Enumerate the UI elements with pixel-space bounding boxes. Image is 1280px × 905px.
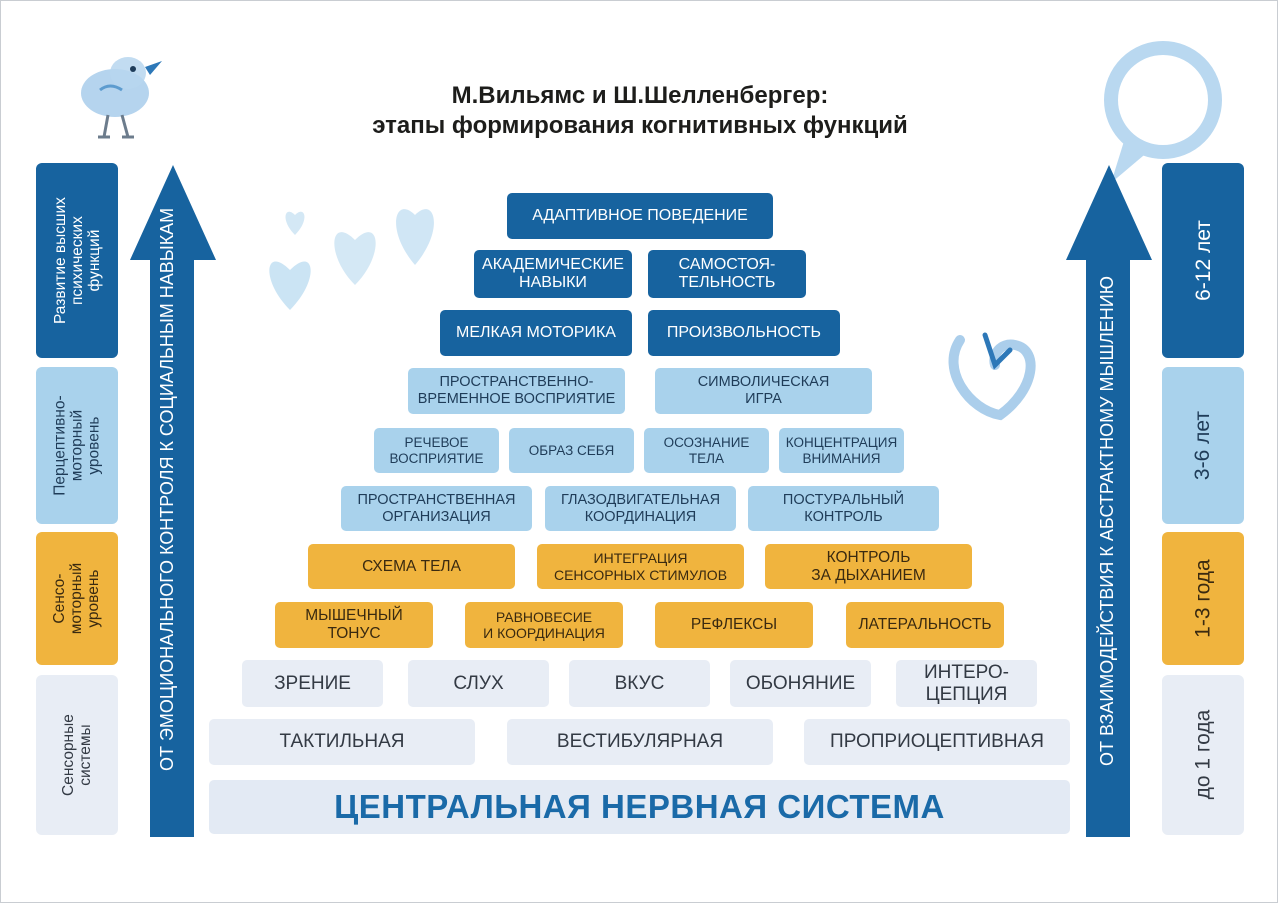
block-speech-perception: РЕЧЕВОЕ ВОСПРИЯТИЕ	[374, 428, 499, 473]
hearts-illustration	[269, 209, 434, 310]
block-self-image: ОБРАЗ СЕБЯ	[509, 428, 634, 473]
block-muscle-tone: МЫШЕЧНЫЙ ТОНУС	[275, 602, 433, 648]
block-taste: ВКУС	[569, 660, 710, 707]
age-3-6: 3-6 лет	[1162, 367, 1244, 524]
block-symbolic-play: СИМВОЛИЧЕСКАЯ ИГРА	[655, 368, 872, 414]
level-sensorimotor: Сенсо- моторный уровень	[36, 532, 118, 665]
block-reflexes: РЕФЛЕКСЫ	[655, 602, 813, 648]
heart-icon	[948, 332, 1036, 421]
title-line-1: М.Вильямс и Ш.Шелленбергер:	[451, 82, 829, 109]
block-oculomotor-coordination: ГЛАЗОДВИГАТЕЛЬНАЯ КООРДИНАЦИЯ	[545, 486, 736, 531]
right-arrow	[1066, 165, 1152, 837]
level-label: Перцептивно- моторный уровень	[51, 395, 103, 496]
level-perceptual-motor: Перцептивно- моторный уровень	[36, 367, 118, 524]
left-arrow-label: ОТ ЭМОЦИОНАЛЬНОГО КОНТРОЛЯ К СОЦИАЛЬНЫМ …	[157, 207, 177, 771]
block-self-regulation: ПРОИЗВОЛЬНОСТЬ	[648, 310, 840, 356]
block-academic-skills: АКАДЕМИЧЕСКИЕ НАВЫКИ	[474, 250, 632, 298]
age-label: 1-3 года	[1191, 559, 1215, 638]
block-interoception: ИНТЕРО- ЦЕПЦИЯ	[896, 660, 1037, 707]
block-body-schema: СХЕМА ТЕЛА	[308, 544, 515, 589]
level-label: Развитие высших психических функций	[51, 197, 103, 324]
block-sensory-integration: ИНТЕГРАЦИЯ СЕНСОРНЫХ СТИМУЛОВ	[537, 544, 744, 589]
block-fine-motor: МЕЛКАЯ МОТОРИКА	[440, 310, 632, 356]
bird-illustration	[81, 57, 162, 139]
block-attention-concentration: КОНЦЕНТРАЦИЯ ВНИМАНИЯ	[779, 428, 904, 473]
block-hearing: СЛУХ	[408, 660, 549, 707]
age-label: 3-6 лет	[1191, 410, 1215, 481]
block-proprioceptive: ПРОПРИОЦЕПТИВНАЯ	[804, 719, 1070, 765]
level-sensory-systems: Сенсорные системы	[36, 675, 118, 835]
block-tactile: ТАКТИЛЬНАЯ	[209, 719, 475, 765]
block-adaptive-behavior: АДАПТИВНОЕ ПОВЕДЕНИЕ	[507, 193, 773, 239]
block-spatial-organization: ПРОСТРАНСТВЕННАЯ ОРГАНИЗАЦИЯ	[341, 486, 532, 531]
title-line-2: этапы формирования когнитивных функций	[372, 112, 908, 139]
block-body-awareness: ОСОЗНАНИЕ ТЕЛА	[644, 428, 769, 473]
age-6-12: 6-12 лет	[1162, 163, 1244, 358]
level-higher-mental-functions: Развитие высших психических функций	[36, 163, 118, 358]
block-vestibular: ВЕСТИБУЛЯРНАЯ	[507, 719, 773, 765]
left-arrow	[130, 165, 216, 837]
block-balance-coordination: РАВНОВЕСИЕ И КООРДИНАЦИЯ	[465, 602, 623, 648]
block-central-nervous-system: ЦЕНТРАЛЬНАЯ НЕРВНАЯ СИСТЕМА	[209, 780, 1070, 834]
age-0-1: до 1 года	[1162, 675, 1244, 835]
block-independence: САМОСТОЯ- ТЕЛЬНОСТЬ	[648, 250, 806, 298]
age-label: 6-12 лет	[1191, 220, 1215, 301]
block-spatiotemporal-perception: ПРОСТРАНСТВЕННО- ВРЕМЕННОЕ ВОСПРИЯТИЕ	[408, 368, 625, 414]
right-arrow-label: ОТ ВЗАИМОДЕЙСТВИЯ К АБСТРАКТНОМУ МЫШЛЕНИ…	[1097, 276, 1117, 766]
age-label: до 1 года	[1191, 710, 1215, 800]
level-label: Сенсорные системы	[59, 714, 94, 796]
block-breathing-control: КОНТРОЛЬ ЗА ДЫХАНИЕМ	[765, 544, 972, 589]
block-vision: ЗРЕНИЕ	[242, 660, 383, 707]
speech-bubble-icon	[1104, 41, 1222, 183]
block-postural-control: ПОСТУРАЛЬНЫЙ КОНТРОЛЬ	[748, 486, 939, 531]
level-label: Сенсо- моторный уровень	[51, 562, 103, 635]
age-1-3: 1-3 года	[1162, 532, 1244, 665]
block-laterality: ЛАТЕРАЛЬНОСТЬ	[846, 602, 1004, 648]
block-smell: ОБОНЯНИЕ	[730, 660, 871, 707]
